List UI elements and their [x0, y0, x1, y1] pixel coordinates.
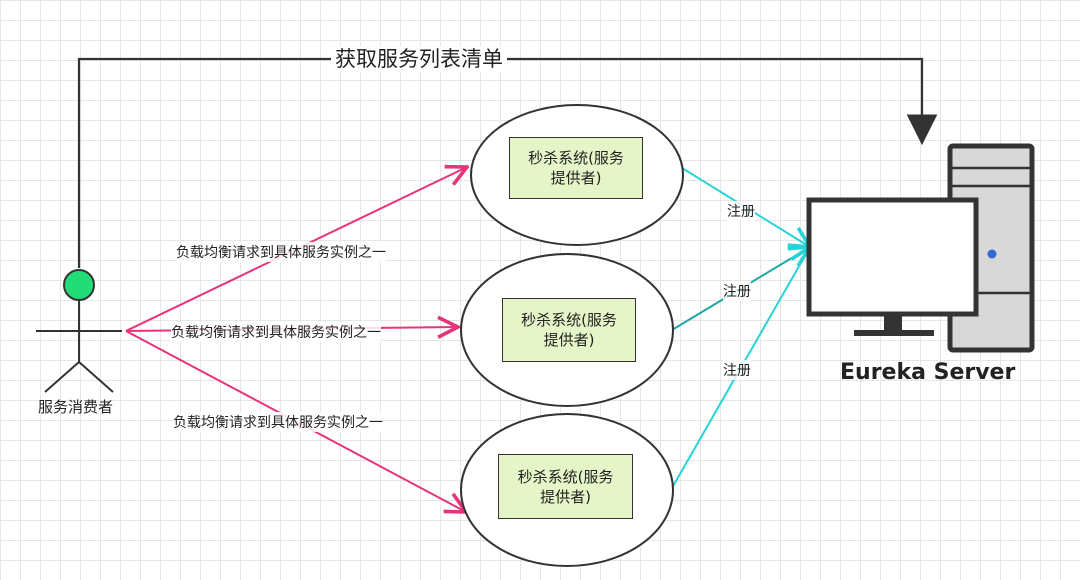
register-label-1: 注册 — [727, 201, 755, 221]
server-icon — [806, 143, 1035, 353]
request-label-3: 负载均衡请求到具体服务实例之一 — [173, 412, 383, 432]
consumer-actor — [36, 269, 122, 393]
request-label-1: 负载均衡请求到具体服务实例之一 — [176, 242, 386, 262]
server-monitor — [806, 197, 979, 317]
provider-box-3: 秒杀系统(服务 提供者) — [498, 454, 633, 519]
provider-label-line2: 提供者) — [543, 331, 595, 349]
consumer-head — [63, 269, 95, 301]
server-power-dot — [987, 249, 997, 259]
register-label-2: 注册 — [723, 281, 751, 301]
provider-label-line2: 提供者) — [550, 169, 602, 187]
provider-label-line2: 提供者) — [540, 487, 591, 506]
register-label-3: 注册 — [723, 360, 751, 380]
provider-box-2: 秒杀系统(服务 提供者) — [502, 298, 636, 362]
server-label: Eureka Server — [840, 360, 1016, 385]
fetch-service-list-label: 获取服务列表清单 — [331, 46, 507, 72]
consumer-label: 服务消费者 — [38, 398, 114, 416]
provider-label-line1: 秒杀系统(服务 — [528, 149, 624, 167]
request-label-2: 负载均衡请求到具体服务实例之一 — [171, 322, 381, 342]
provider-label-line1: 秒杀系统(服务 — [517, 467, 614, 486]
provider-label-line1: 秒杀系统(服务 — [521, 311, 617, 329]
provider-box-1: 秒杀系统(服务 提供者) — [509, 137, 643, 199]
